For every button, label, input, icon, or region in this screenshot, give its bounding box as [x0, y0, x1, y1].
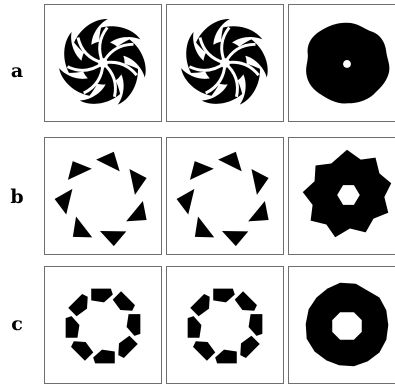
arrow-ring-shape [45, 267, 161, 383]
panel-b-3 [288, 137, 395, 255]
pinwheel-blades-shape [167, 5, 283, 121]
arrow-ring-shape [167, 267, 283, 383]
panel-a-1 [44, 4, 162, 122]
row-label-c: c [0, 313, 34, 335]
panel-b-2 [166, 137, 284, 255]
solid-blob-shape [289, 267, 395, 383]
solid-blob-shape [289, 138, 395, 254]
panel-a-3 [288, 4, 395, 122]
panel-b-1 [44, 137, 162, 255]
panel-c-1 [44, 266, 162, 384]
row-label-a: a [0, 60, 34, 82]
triangle-ring-shape [167, 138, 283, 254]
triangle-ring-shape [45, 138, 161, 254]
pinwheel-blades-shape [45, 5, 161, 121]
panel-c-2 [166, 266, 284, 384]
panel-c-3 [288, 266, 395, 384]
solid-blob-shape [289, 5, 395, 121]
panel-a-2 [166, 4, 284, 122]
row-label-b: b [0, 186, 34, 208]
